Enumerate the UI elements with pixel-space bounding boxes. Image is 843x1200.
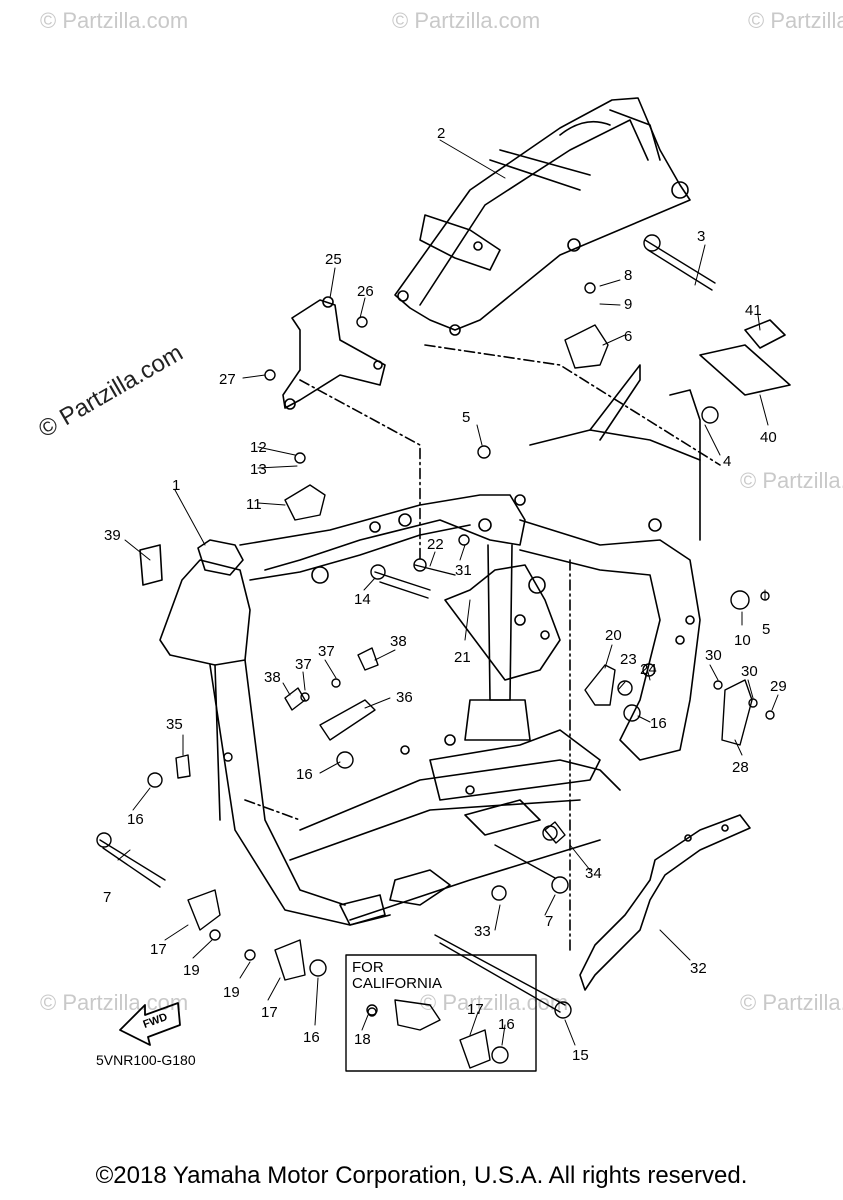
watermark: © Partzilla.com [40, 8, 189, 33]
part-label-17b: 17 [261, 1004, 278, 1021]
part-label-14: 14 [354, 591, 371, 608]
watermark: © Partzilla.com [740, 990, 843, 1015]
part-label-5b: 5 [762, 621, 771, 638]
part-label-18: 18 [354, 1031, 371, 1048]
watermark: © Partzilla.com [748, 8, 843, 33]
part-label-5a: 5 [462, 409, 471, 426]
part-label-30b: 30 [741, 663, 758, 680]
watermark: © Partzilla.com [392, 8, 541, 33]
part-label-37a: 37 [318, 643, 335, 660]
part-label-25: 25 [325, 251, 342, 268]
part-label-36: 36 [396, 689, 413, 706]
california-callout-line2: CALIFORNIA [352, 975, 443, 992]
part-label-31: 31 [455, 562, 472, 579]
part-label-11: 11 [246, 496, 262, 513]
part-label-16d: 16 [303, 1029, 320, 1046]
part-label-38a: 38 [390, 633, 407, 650]
part-label-16e: 16 [498, 1016, 515, 1033]
part-label-8: 8 [624, 267, 633, 284]
california-inset-box [345, 954, 537, 1072]
california-callout-line1: FOR [352, 959, 384, 976]
part-label-17c: 17 [467, 1001, 484, 1018]
part-label-7a: 7 [103, 889, 112, 906]
part-label-33: 33 [474, 923, 491, 940]
part-label-34: 34 [585, 865, 602, 882]
part-label-2: 2 [437, 125, 446, 142]
fwd-arrow-icon [119, 1002, 181, 1046]
part-label-28: 28 [732, 759, 749, 776]
label-39-tag [139, 544, 163, 586]
part-label-16b: 16 [296, 766, 313, 783]
california-callout: FOR CALIFORNIA [352, 960, 442, 992]
part-label-7b: 7 [545, 913, 554, 930]
part-label-6: 6 [624, 328, 633, 345]
bolts [96, 234, 716, 1019]
part-label-30a: 30 [705, 647, 722, 664]
main-frame [159, 344, 721, 951]
part-label-10: 10 [734, 632, 751, 649]
part-label-40: 40 [760, 429, 777, 446]
leader-lines [117, 139, 779, 1046]
part-label-16c: 16 [127, 811, 144, 828]
part-label-41: 41 [745, 302, 762, 319]
pad-40 [699, 319, 791, 396]
small-hardware [147, 282, 775, 1069]
part-label-17a: 17 [150, 941, 167, 958]
part-label-16a: 16 [650, 715, 667, 732]
part-label-29: 29 [770, 678, 787, 695]
part-label-26: 26 [357, 283, 374, 300]
part-label-12: 12 [250, 439, 267, 456]
part-label-4: 4 [723, 453, 732, 470]
copyright-notice: ©2018 Yamaha Motor Corporation, U.S.A. A… [95, 1162, 748, 1189]
part-label-20: 20 [605, 627, 622, 644]
part-label-38b: 38 [264, 669, 281, 686]
engine-mount-21 [444, 564, 561, 681]
part-label-24: 24 [640, 661, 657, 678]
part-label-9: 9 [624, 296, 633, 313]
part-label-23: 23 [620, 651, 637, 668]
part-label-32: 32 [690, 960, 707, 977]
part-label-15: 15 [572, 1047, 589, 1064]
part-label-19a: 19 [183, 962, 200, 979]
watermark: © Partzilla.com [40, 990, 189, 1015]
bracket-25 [282, 296, 386, 410]
part-label-21: 21 [454, 649, 471, 666]
part-label-13: 13 [250, 461, 267, 478]
part-label-3: 3 [697, 228, 706, 245]
rear-fender [394, 97, 691, 336]
part-label-1: 1 [172, 477, 181, 494]
watermark: © Partzilla.com [740, 468, 843, 493]
california-inset-parts [367, 999, 441, 1031]
diagram-code: 5VNR100-G180 [96, 1052, 196, 1068]
side-rail-32 [579, 814, 751, 991]
part-label-22: 22 [427, 536, 444, 553]
part-label-39: 39 [104, 527, 121, 544]
part-label-37b: 37 [295, 656, 312, 673]
part-label-19b: 19 [223, 984, 240, 1001]
part-label-27: 27 [219, 371, 236, 388]
part-label-35: 35 [166, 716, 183, 733]
